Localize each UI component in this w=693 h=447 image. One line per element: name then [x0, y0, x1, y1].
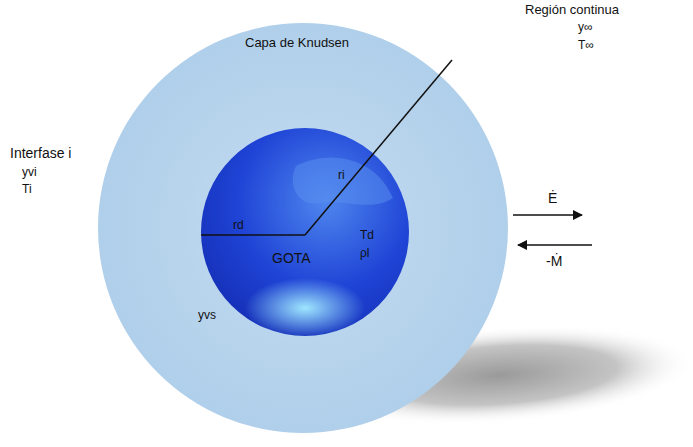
energy-label: Ė: [548, 190, 557, 207]
radius-line: [305, 60, 452, 235]
radius-line: [201, 234, 305, 236]
density-label: ρl: [360, 246, 370, 260]
mass-label: -Ṁ: [546, 253, 562, 270]
droplet-label: GOTA: [272, 250, 311, 267]
radius-label: ri: [338, 168, 345, 182]
interface-label: Interfase i: [10, 145, 71, 162]
knudsen-layer: Capa de Knudsen rd riTd ρl GOTA: [98, 23, 508, 433]
droplet: rd riTd ρl GOTA: [201, 128, 409, 336]
fraction-label: y∞: [578, 20, 593, 34]
droplet-glow: [245, 278, 365, 338]
temperature-label: Td: [360, 228, 374, 242]
droplet-highlight: [293, 157, 393, 204]
region-label: Región continua: [525, 2, 619, 18]
layer-fill: [98, 23, 508, 433]
droplet-sphere: [201, 128, 409, 336]
energy-arrow: [513, 214, 582, 216]
temperature-label: Ti: [22, 182, 32, 196]
fraction-label: yvs: [198, 308, 216, 322]
mass-arrow: [518, 244, 592, 246]
fraction-label: yvi: [22, 165, 37, 179]
layer-label: Capa de Knudsen: [245, 35, 349, 51]
temperature-label: T∞: [578, 38, 594, 52]
radius-label: rd: [233, 218, 244, 232]
